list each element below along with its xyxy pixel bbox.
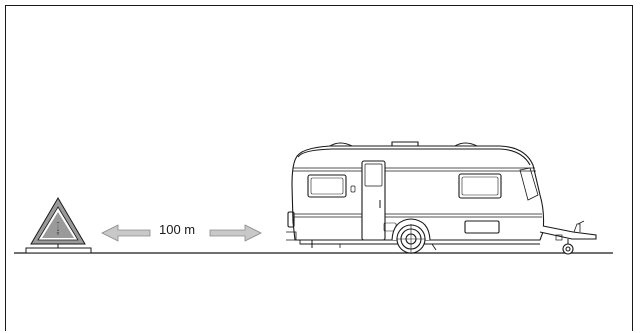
arrow-left-icon <box>102 225 150 241</box>
warning-triangle-icon: ! <box>26 198 91 253</box>
arrow-right-icon <box>210 225 261 241</box>
warning-symbol: ! <box>56 219 61 238</box>
caravan-trailer-illustration <box>286 142 596 254</box>
distance-label: 100 m <box>159 222 195 237</box>
